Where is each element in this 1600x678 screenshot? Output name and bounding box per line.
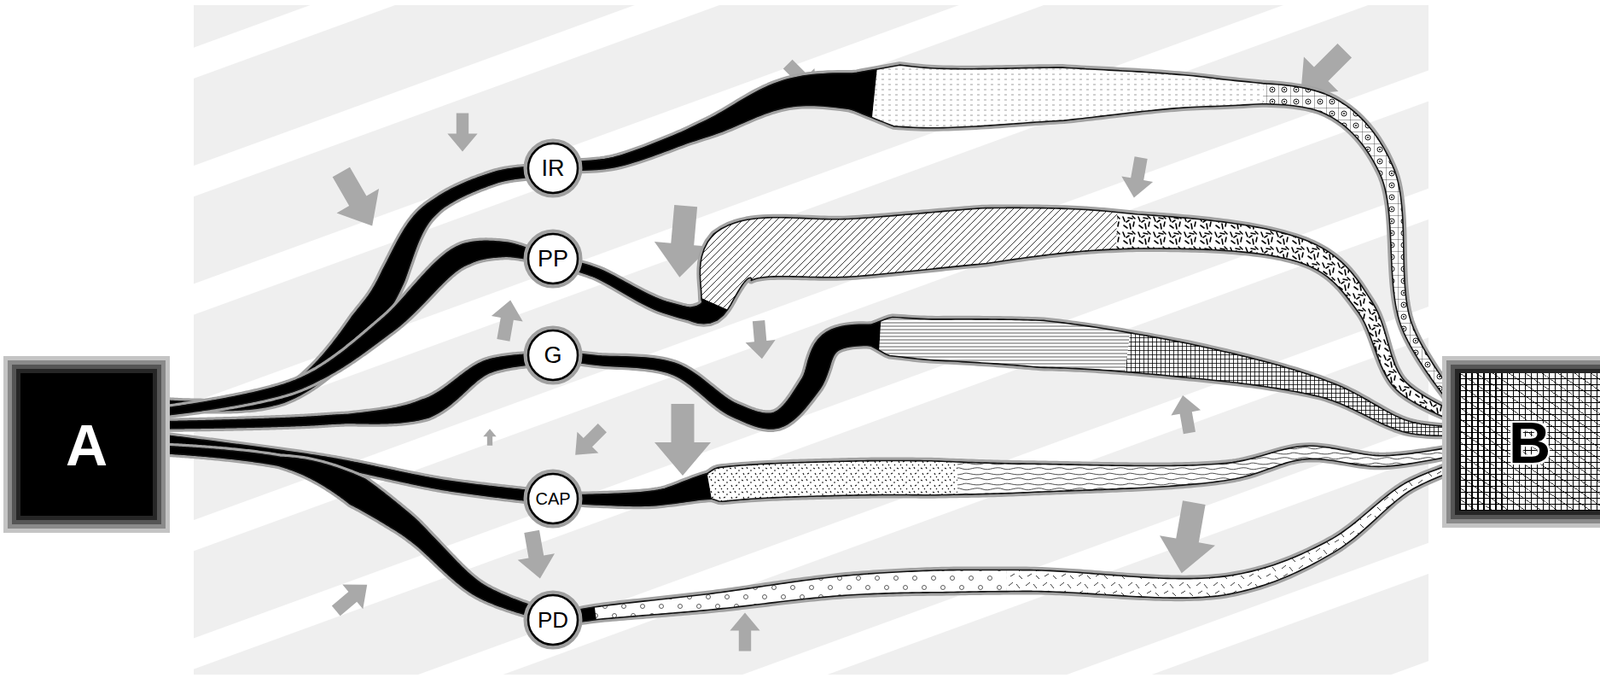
node-label: G [543, 343, 562, 367]
circle-halo [526, 328, 581, 383]
force-arrow [1153, 497, 1222, 578]
force-arrow [487, 296, 526, 343]
box-node: A [20, 372, 153, 516]
node-label: IR [541, 157, 565, 181]
flow-band-group [152, 445, 532, 616]
circle-halo [526, 593, 581, 647]
node-label-box: PD [523, 589, 583, 650]
node-label-box: IR [523, 138, 583, 198]
circle-halo [526, 232, 581, 286]
node-label: A [65, 415, 108, 474]
band-halo [577, 445, 1461, 506]
band-segment [152, 445, 532, 616]
force-arrow [564, 417, 614, 466]
circle-node: G [523, 325, 583, 385]
band-halo [152, 354, 530, 429]
flow-band [576, 461, 1461, 622]
node-label: PD [537, 608, 569, 631]
circle-shape [528, 233, 578, 284]
band-segment [594, 569, 1007, 619]
force-arrow [1117, 154, 1157, 200]
flow-band [152, 240, 531, 417]
band-halo [576, 461, 1461, 622]
band-halo [152, 445, 532, 616]
force-arrow [447, 113, 478, 152]
force-arrow [325, 571, 379, 623]
force-arrow [1168, 392, 1205, 436]
force-arrow [512, 528, 559, 582]
band-segment [576, 320, 881, 429]
force-arrow [729, 612, 760, 652]
circle-node: CAP [523, 468, 583, 529]
flow-band [577, 445, 1461, 506]
node-label: B [1508, 413, 1551, 472]
band-segment [1006, 461, 1461, 598]
flow-band [576, 317, 1460, 437]
node-label-box: G [523, 325, 583, 385]
node-label-box: PP [523, 228, 583, 289]
band-segment [699, 207, 1118, 309]
flow-band-group [152, 354, 530, 429]
force-arrow [744, 319, 778, 361]
circle-node: PP [523, 228, 583, 289]
node-label: PP [537, 247, 569, 271]
node-label-box: A [20, 372, 153, 516]
flow-band-group [576, 317, 1460, 437]
band-segment [152, 240, 531, 417]
force-arrow [654, 403, 711, 476]
band-segment [872, 64, 1264, 128]
flow-band-group [152, 240, 531, 417]
force-arrow [320, 159, 394, 239]
circle-shape [528, 594, 578, 645]
circle-node: PD [523, 589, 583, 650]
band-segment [878, 317, 1130, 373]
flow-band [152, 354, 530, 429]
circle-shape [528, 473, 578, 524]
circle-node: IR [523, 138, 583, 198]
flow-band-group [577, 445, 1461, 506]
circle-shape [528, 330, 578, 380]
node-label-box: CAP [523, 468, 583, 529]
force-arrow [482, 428, 496, 446]
band-halo [576, 317, 1460, 437]
node-label-box: B [1459, 372, 1600, 511]
band-segment [152, 354, 530, 429]
circle-halo [526, 471, 581, 526]
node-label: CAP [535, 489, 571, 507]
force-arrows [320, 33, 1362, 651]
band-segment [957, 445, 1461, 495]
circle-halo [526, 141, 581, 196]
box-node: B [1459, 372, 1600, 511]
circle-shape [528, 143, 578, 193]
band-halo [152, 240, 531, 417]
band-segment [1125, 332, 1460, 436]
flow-band-group [576, 461, 1461, 622]
flow-band [152, 445, 532, 616]
